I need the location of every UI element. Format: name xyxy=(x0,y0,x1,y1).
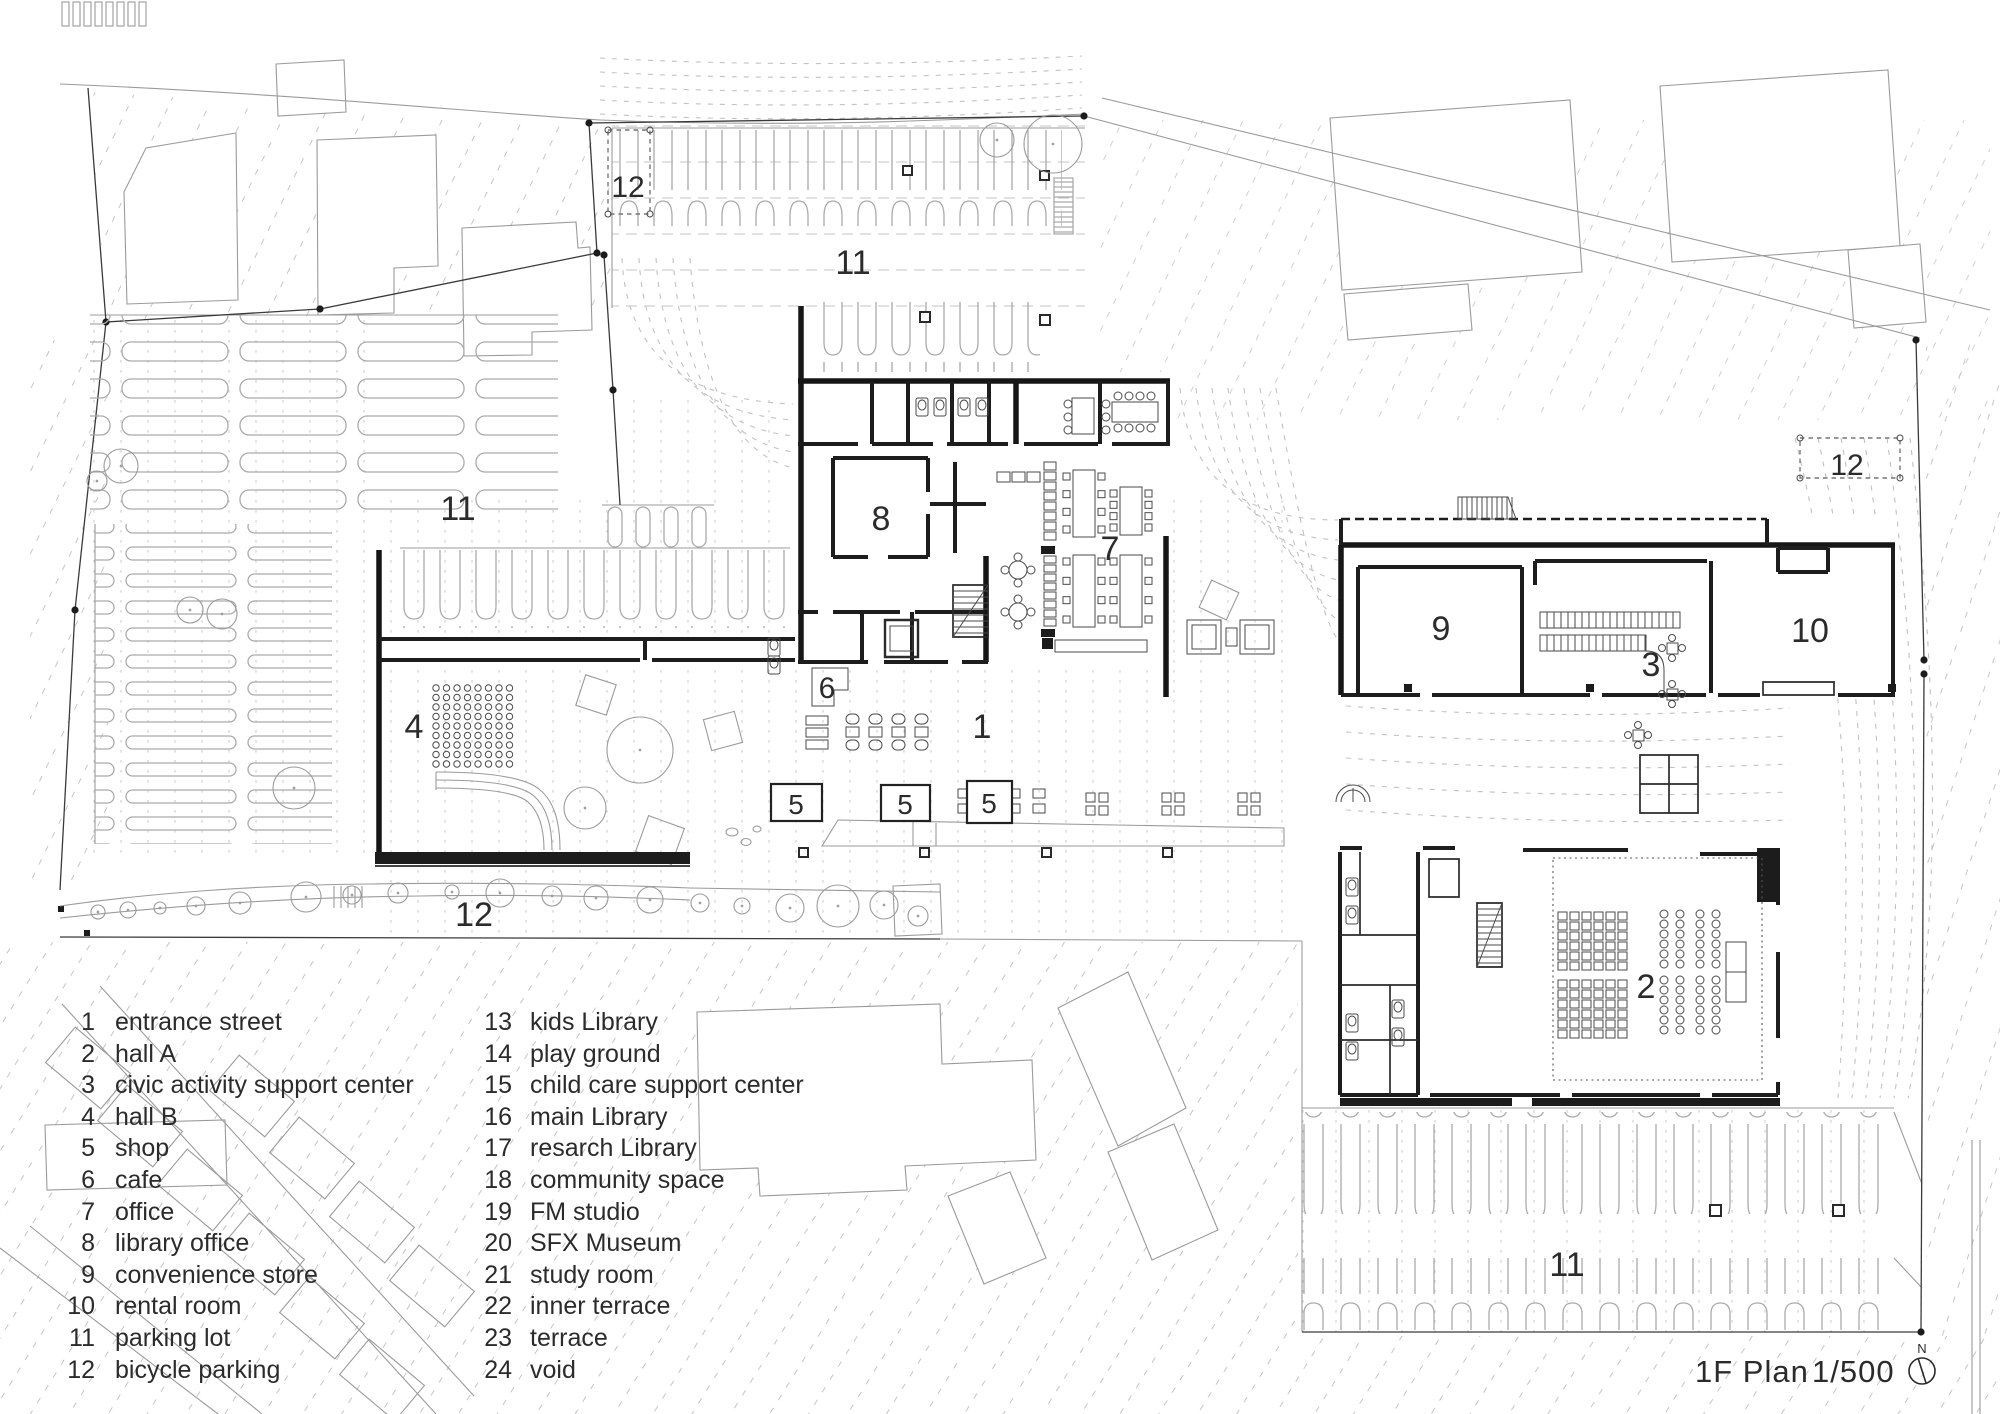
label-civic-activity-center: 3 xyxy=(1642,646,1661,684)
legend-num-16: 16 xyxy=(484,1103,512,1131)
legend-num-9: 9 xyxy=(81,1261,95,1289)
label-parking-lot-top: 11 xyxy=(835,244,870,282)
legend: 1 2 3 4 5 6 7 8 9 10 11 12 entrance stre… xyxy=(67,1008,804,1384)
parking-lot-left-lower xyxy=(95,524,332,844)
legend-num-12: 12 xyxy=(67,1356,95,1384)
label-shop-3: 5 xyxy=(981,788,997,819)
legend-label-23: terrace xyxy=(530,1324,608,1352)
legend-label-24: void xyxy=(530,1356,576,1384)
legend-label-8: library office xyxy=(115,1229,249,1257)
legend-num-8: 8 xyxy=(81,1229,95,1257)
parking-lot-top-row1 xyxy=(614,130,1062,226)
legend-label-10: rental room xyxy=(115,1292,241,1320)
legend-col2-labels: kids Library play ground child care supp… xyxy=(530,1008,804,1384)
label-hall-a: 2 xyxy=(1637,968,1656,1006)
label-parking-lot-south: 11 xyxy=(1549,1246,1584,1284)
furniture-and-fixtures xyxy=(767,391,1747,1061)
legend-num-7: 7 xyxy=(81,1198,95,1226)
legend-label-2: hall A xyxy=(115,1040,176,1068)
legend-label-11: parking lot xyxy=(115,1324,230,1352)
shop-box-1 xyxy=(769,782,824,823)
label-parking-lot-left: 11 xyxy=(440,490,475,528)
shop-box-2 xyxy=(879,783,932,823)
label-office: 7 xyxy=(1101,530,1120,568)
label-entrance-street: 1 xyxy=(973,708,992,746)
legend-label-18: community space xyxy=(530,1166,725,1194)
legend-label-3: civic activity support center xyxy=(115,1071,414,1099)
legend-num-5: 5 xyxy=(81,1134,95,1162)
label-bicycle-parking-south: 12 xyxy=(455,896,493,934)
label-bicycle-parking-right: 12 xyxy=(1830,449,1863,482)
legend-col1-numbers: 1 2 3 4 5 6 7 8 9 10 11 12 xyxy=(67,1008,95,1384)
landscape-and-planting xyxy=(59,114,1904,937)
legend-num-24: 24 xyxy=(484,1356,512,1384)
legend-num-19: 19 xyxy=(484,1198,512,1226)
legend-label-22: inner terrace xyxy=(530,1292,670,1320)
legend-label-17: resarch Library xyxy=(530,1134,697,1162)
legend-num-3: 3 xyxy=(81,1071,95,1099)
shop-box-3 xyxy=(965,779,1014,825)
label-bicycle-parking-topleft: 12 xyxy=(611,171,644,204)
legend-num-1: 1 xyxy=(81,1008,95,1036)
legend-label-7: office xyxy=(115,1198,174,1226)
legend-num-18: 18 xyxy=(484,1166,512,1194)
plan-scale: 1/500 xyxy=(1812,1354,1895,1389)
label-convenience-store: 9 xyxy=(1432,610,1451,648)
north-label: N xyxy=(1917,1341,1926,1356)
parking-lot-south-row2 xyxy=(1302,1258,1894,1330)
label-shop-2: 5 xyxy=(897,789,913,820)
legend-num-4: 4 xyxy=(81,1103,95,1131)
parking-lot-south-row1 xyxy=(1302,1112,1894,1214)
legend-num-22: 22 xyxy=(484,1292,512,1320)
main-buildings xyxy=(375,306,1896,1097)
legend-col2-numbers: 13 14 15 16 17 18 19 20 21 22 23 24 xyxy=(484,1008,512,1384)
legend-label-15: child care support center xyxy=(530,1071,804,1099)
plan-title: 1F Plan xyxy=(1695,1354,1809,1389)
legend-num-13: 13 xyxy=(484,1008,512,1036)
parking-lot-left-upper xyxy=(90,315,558,518)
legend-label-16: main Library xyxy=(530,1103,668,1131)
label-library-office: 8 xyxy=(872,500,891,538)
label-shop-1: 5 xyxy=(788,789,804,820)
context-buildings xyxy=(0,1,1927,1414)
legend-num-11: 11 xyxy=(69,1324,95,1352)
legend-label-6: cafe xyxy=(115,1166,162,1194)
label-rental-room: 10 xyxy=(1791,612,1829,650)
legend-num-15: 15 xyxy=(484,1071,512,1099)
legend-label-1: entrance street xyxy=(115,1008,282,1036)
legend-label-4: hall B xyxy=(115,1103,178,1131)
north-arrow-icon: N xyxy=(1908,1341,1936,1385)
parking-row-central xyxy=(400,550,790,628)
legend-num-17: 17 xyxy=(484,1134,512,1162)
legend-num-20: 20 xyxy=(484,1229,512,1257)
legend-label-14: play ground xyxy=(530,1040,661,1068)
plan-number-labels: 12 11 11 8 7 9 3 10 12 6 4 1 5 5 5 12 2 … xyxy=(405,171,1864,1284)
label-hall-b: 4 xyxy=(405,708,424,746)
legend-col1-labels: entrance street hall A civic activity su… xyxy=(115,1008,414,1384)
label-cafe: 6 xyxy=(819,672,836,705)
legend-label-9: convenience store xyxy=(115,1261,318,1289)
legend-label-19: FM studio xyxy=(530,1198,640,1226)
legend-num-10: 10 xyxy=(67,1292,95,1320)
legend-num-2: 2 xyxy=(81,1040,95,1068)
parking-lots xyxy=(90,130,1894,1330)
site-boundary-and-roads xyxy=(58,83,1991,1414)
legend-label-5: shop xyxy=(115,1134,169,1162)
legend-label-20: SFX Museum xyxy=(530,1229,681,1257)
title-block: 1F Plan 1/500 N xyxy=(1695,1341,1936,1389)
legend-num-14: 14 xyxy=(484,1040,512,1068)
legend-num-23: 23 xyxy=(484,1324,512,1352)
legend-label-21: study room xyxy=(530,1261,654,1289)
legend-num-6: 6 xyxy=(81,1166,95,1194)
legend-label-13: kids Library xyxy=(530,1008,658,1036)
legend-label-12: bicycle parking xyxy=(115,1356,280,1384)
legend-num-21: 21 xyxy=(484,1261,512,1289)
